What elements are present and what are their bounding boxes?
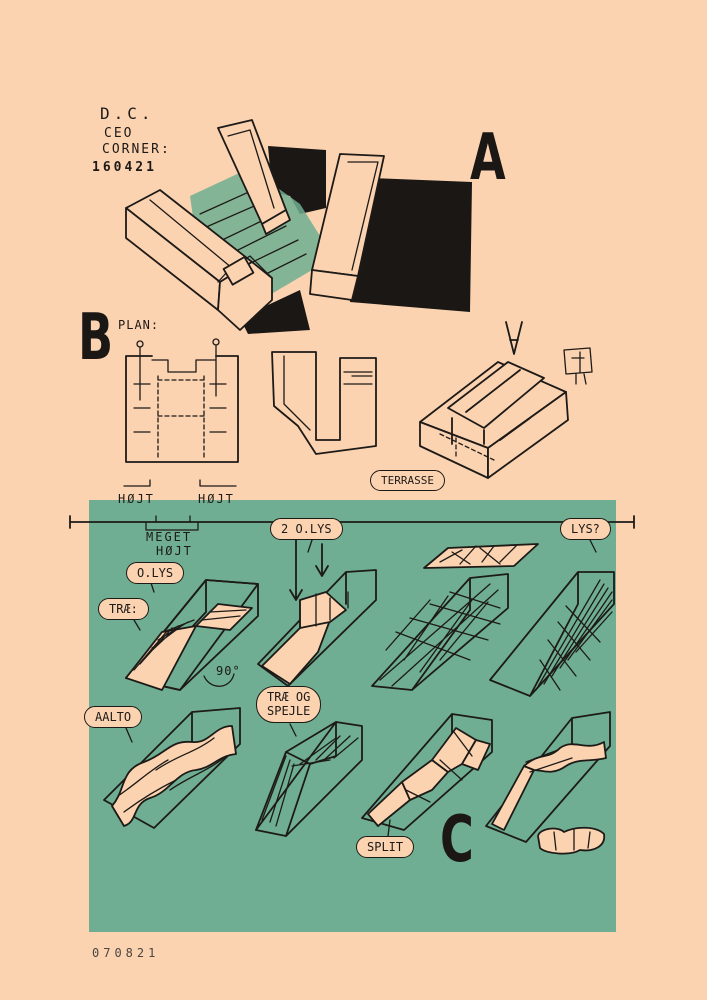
bubble-daylight: O.LYS	[126, 562, 185, 584]
section-c-height-line	[69, 515, 635, 531]
very-high-label-1: MEGET	[146, 530, 193, 544]
model-wood-stairs	[125, 579, 259, 691]
model-light-question	[489, 571, 615, 697]
model-curtain	[485, 711, 611, 855]
bubble-light-question: LYS?	[560, 518, 611, 540]
section-b-plan	[123, 338, 239, 487]
header-date: 160421	[92, 160, 157, 175]
rotation-note: 90°	[216, 664, 241, 678]
high-left-label: HØJT	[118, 492, 155, 506]
bubble-wood-mirror-line2: SPEJLE	[267, 704, 311, 719]
very-high-label-2: HØJT	[156, 544, 193, 558]
bubble-wood: TRÆ:	[98, 598, 149, 620]
plan-label: PLAN:	[118, 318, 160, 332]
bubble-wood-mirror: TRÆ OG SPEJLE	[256, 686, 322, 723]
terrace-bubble: TERRASSE	[370, 470, 445, 491]
bubble-aalto: AALTO	[84, 706, 143, 728]
model-2-daylight	[257, 537, 377, 687]
header-line1: CEO	[104, 126, 134, 141]
bubble-tails	[125, 475, 597, 837]
bubble-2-daylight: 2 O.LYS	[270, 518, 343, 540]
model-split	[361, 713, 493, 831]
model-wood-mirror	[255, 721, 363, 837]
section-a-label: A	[470, 121, 506, 195]
section-b-label: B	[78, 301, 114, 375]
section-b-axon	[419, 321, 593, 479]
high-right-label: HØJT	[198, 492, 235, 506]
header-line2: CORNER:	[102, 142, 171, 157]
bubble-split: SPLIT	[356, 836, 415, 858]
footer-date: 070821	[92, 946, 160, 960]
section-a-drawing	[125, 119, 472, 334]
model-grid-crossing	[371, 543, 539, 691]
header-initials: D.C.	[100, 104, 155, 123]
bubble-wood-mirror-line1: TRÆ OG	[267, 690, 311, 704]
model-aalto	[103, 707, 241, 829]
section-c-label: C	[440, 803, 474, 877]
section-b-section-sketch	[271, 351, 377, 455]
